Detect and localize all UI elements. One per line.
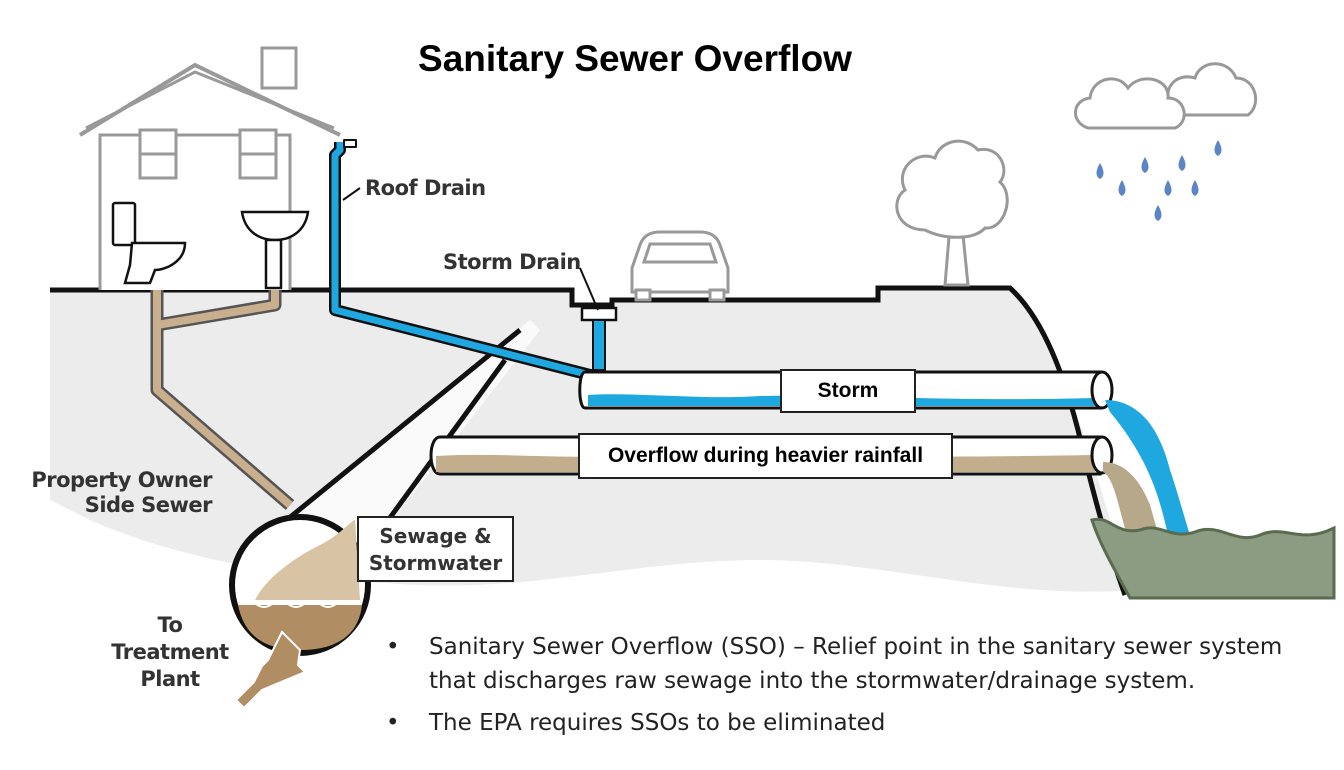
bullet-marker: • xyxy=(386,710,400,736)
overflow-discharge xyxy=(1103,462,1160,540)
storm-pipe-label: Storm xyxy=(780,369,916,413)
sewage-stormwater-box: Sewage & Stormwater xyxy=(357,516,514,582)
roof-drain-label: Roof Drain xyxy=(365,176,486,201)
roof-drain-text: Roof Drain xyxy=(365,176,486,200)
storm-drain-label: Storm Drain xyxy=(443,250,581,275)
sewer-cross-section xyxy=(229,514,371,656)
side-sewer-line2: Side Sewer xyxy=(84,493,213,517)
to-plant-line3: Plant xyxy=(140,667,200,691)
side-sewer-pipe xyxy=(150,290,295,510)
house xyxy=(78,46,341,290)
to-plant-line2: Treatment xyxy=(111,640,229,664)
bullet-item: • The EPA requires SSOs to be eliminated xyxy=(384,706,1334,740)
storm-drain-inlet xyxy=(580,306,618,371)
side-sewer-label: Property Owner Side Sewer xyxy=(28,468,212,518)
overflow-pipe-text: Overflow during heavier rainfall xyxy=(607,444,924,467)
toilet-icon xyxy=(111,201,187,285)
rain-cloud-icon xyxy=(1074,62,1258,130)
diagram-title: Sanitary Sewer Overflow xyxy=(418,38,852,79)
tree-icon xyxy=(895,139,1009,287)
storm-pipe-text: Storm xyxy=(817,379,879,402)
bullet-text: Sanitary Sewer Overflow (SSO) – Relief p… xyxy=(429,634,1283,694)
storm-discharge xyxy=(1105,400,1190,535)
sewage-line1: Sewage & xyxy=(379,524,492,548)
storm-drain-text: Storm Drain xyxy=(443,250,581,274)
bullet-item: • Sanitary Sewer Overflow (SSO) – Relief… xyxy=(384,630,1334,698)
overflow-pipe-label: Overflow during heavier rainfall xyxy=(578,433,953,479)
to-plant-arrow xyxy=(234,630,307,710)
car-icon xyxy=(630,230,730,302)
to-plant-line1: To xyxy=(157,613,183,637)
storm-drain-leader xyxy=(579,267,599,311)
raindrops xyxy=(1096,140,1222,221)
sewage-line2: Stormwater xyxy=(368,551,503,575)
bullet-list: • Sanitary Sewer Overflow (SSO) – Relief… xyxy=(384,630,1334,748)
receiving-water xyxy=(1090,517,1336,600)
sink-icon xyxy=(240,210,310,290)
bullet-marker: • xyxy=(386,634,400,660)
roof-drain-leader xyxy=(342,187,361,201)
side-sewer-line1: Property Owner xyxy=(31,468,212,492)
to-plant-label: To Treatment Plant xyxy=(100,612,240,693)
bullet-text: The EPA requires SSOs to be eliminated xyxy=(429,710,886,736)
